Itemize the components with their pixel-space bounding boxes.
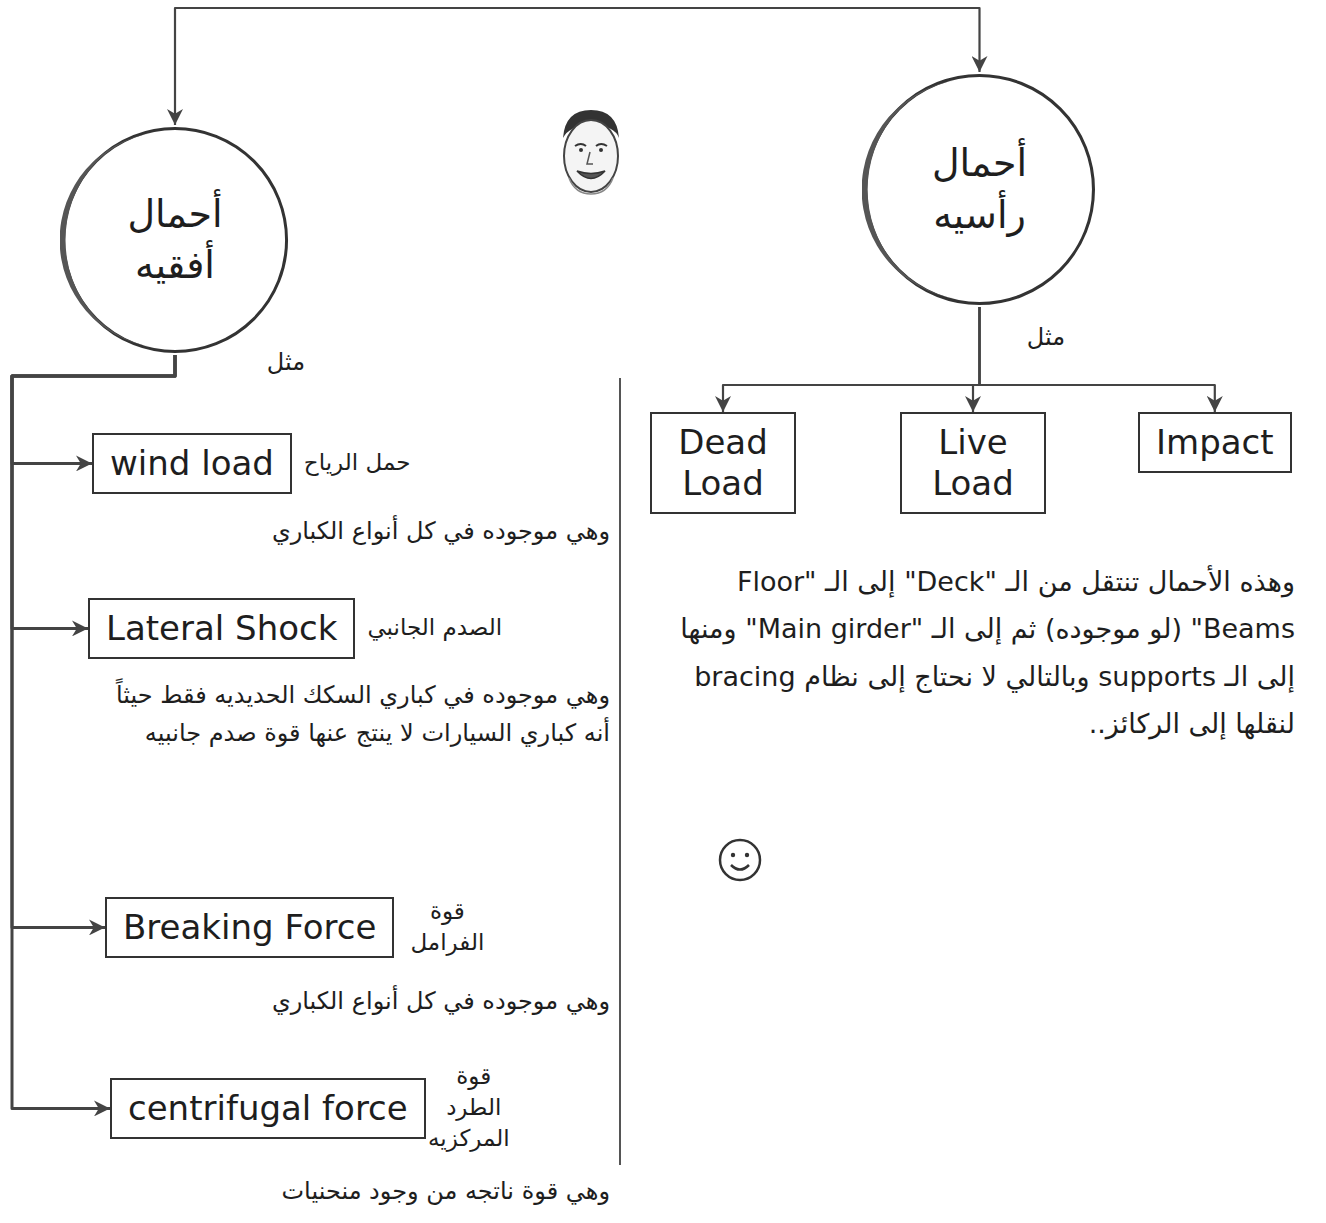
connector-arrow (723, 307, 980, 412)
arabic-translation: الصدم الجانبي (367, 613, 502, 644)
load-type-box: Dead Load (650, 412, 796, 514)
load-type-box: Impact (1138, 412, 1292, 473)
load-type-box: wind loadحمل الرياح (92, 433, 292, 494)
note-text: وهي قوة ناتجه من وجود منحنيات (55, 1172, 610, 1210)
circle-outline (60, 125, 290, 355)
face-illustration (563, 110, 619, 194)
note-text: وهي موجوده في كل أنواع الكباري (55, 512, 610, 550)
box-title: Lateral Shock (106, 608, 337, 649)
separator-line (619, 378, 621, 1165)
example-word: مثل (995, 318, 1065, 356)
circle-content: أحمال رأسيه (862, 72, 1097, 307)
load-type-box: Live Load (900, 412, 1046, 514)
load-group-circle: أحمال أفقيه (60, 125, 290, 355)
box-title: Breaking Force (123, 907, 376, 948)
note-text: وهي موجوده في كباري السكك الحديديه فقط ح… (95, 676, 610, 753)
connector-arrow (175, 8, 980, 125)
box-title: Live Load (918, 422, 1028, 504)
arabic-translation: قوة الفرامل (406, 896, 488, 958)
box-title: Impact (1156, 422, 1274, 463)
group-title: أحمال رأسيه (910, 138, 1050, 241)
group-title: أحمال أفقيه (105, 189, 245, 292)
box-title: wind load (110, 443, 274, 484)
arabic-translation: حمل الرياح (304, 448, 411, 479)
load-type-box: centrifugal forceقوة الطرد المركزيه (110, 1078, 426, 1139)
connector-arrow (980, 307, 1215, 412)
load-type-box: Breaking Forceقوة الفرامل (105, 897, 394, 958)
arabic-translation: قوة الطرد المركزيه (438, 1062, 510, 1155)
smiley-symbol (720, 840, 760, 880)
circle-content: أحمال أفقيه (60, 125, 290, 355)
note-text: وهذه الأحمال تنتقل من الـ "Deck" إلى الـ… (640, 558, 1295, 747)
load-group-circle: أحمال رأسيه (862, 72, 1097, 307)
box-title: Dead Load (668, 422, 778, 504)
circle-outline (862, 72, 1097, 307)
load-type-box: Lateral Shockالصدم الجانبي (88, 598, 355, 659)
note-text: وهي موجوده في كل أنواع الكباري (55, 982, 610, 1020)
example-word: مثل (235, 343, 305, 381)
box-title: centrifugal force (128, 1088, 408, 1129)
